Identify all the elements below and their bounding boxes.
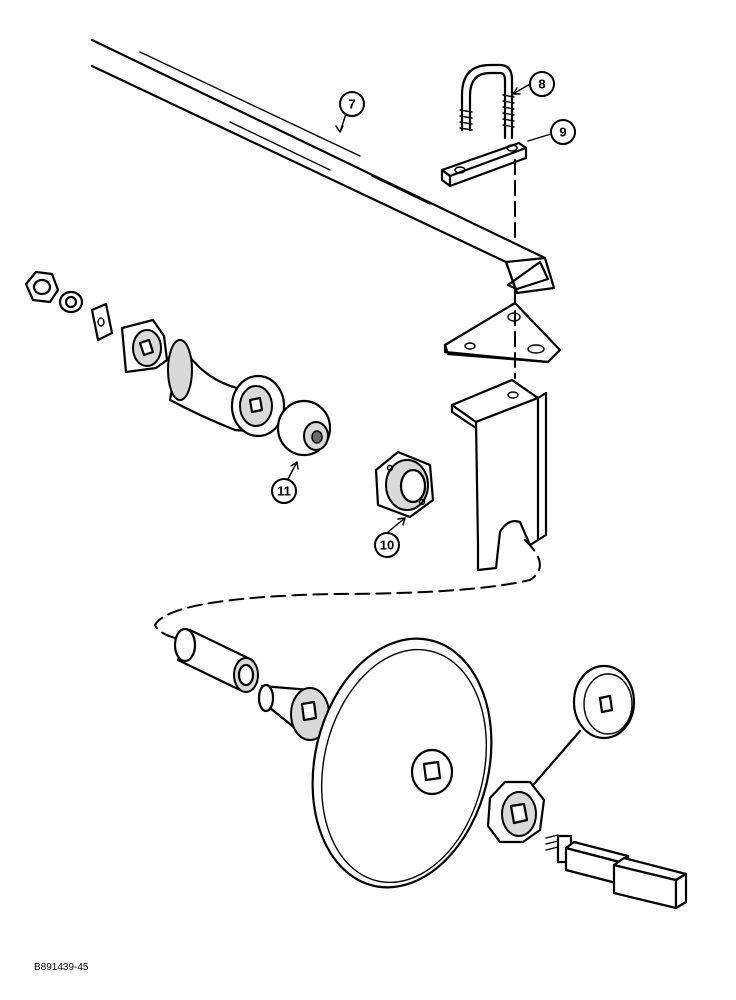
tube-frame-part-7	[90, 38, 556, 295]
disc-blade	[311, 637, 493, 889]
spool-spacer	[167, 339, 286, 438]
callout-11: 11	[271, 461, 299, 504]
end-cap	[572, 664, 636, 740]
sleeve-tube	[173, 627, 259, 693]
hex-nut	[24, 270, 60, 304]
lock-plate	[90, 302, 114, 342]
callout-9: 9	[527, 119, 576, 145]
standard-bracket	[450, 378, 548, 572]
callout-9-label: 9	[559, 125, 566, 140]
callout-7-label: 7	[348, 97, 355, 112]
cap-part-11	[276, 399, 332, 457]
flange-nut	[486, 780, 546, 844]
callout-7: 7	[335, 91, 365, 133]
lock-washer	[58, 290, 84, 314]
tapered-spacer	[257, 683, 330, 742]
callout-10: 10	[374, 517, 406, 558]
drawing-code: B891439-45	[34, 962, 89, 973]
clamp-plate-part-9	[440, 141, 528, 188]
square-shaft	[545, 834, 688, 910]
alignment-line-bracket	[153, 539, 541, 641]
callout-11-label: 11	[277, 484, 291, 499]
callout-8: 8	[512, 71, 555, 97]
u-bolt-part-8	[459, 63, 515, 140]
flange-bearing-part-10	[374, 450, 435, 519]
triangle-plate	[443, 301, 562, 364]
flange-housing	[120, 318, 169, 374]
callout-8-label: 8	[538, 77, 545, 92]
callout-10-label: 10	[380, 538, 394, 553]
end-cap-leader	[532, 729, 582, 786]
